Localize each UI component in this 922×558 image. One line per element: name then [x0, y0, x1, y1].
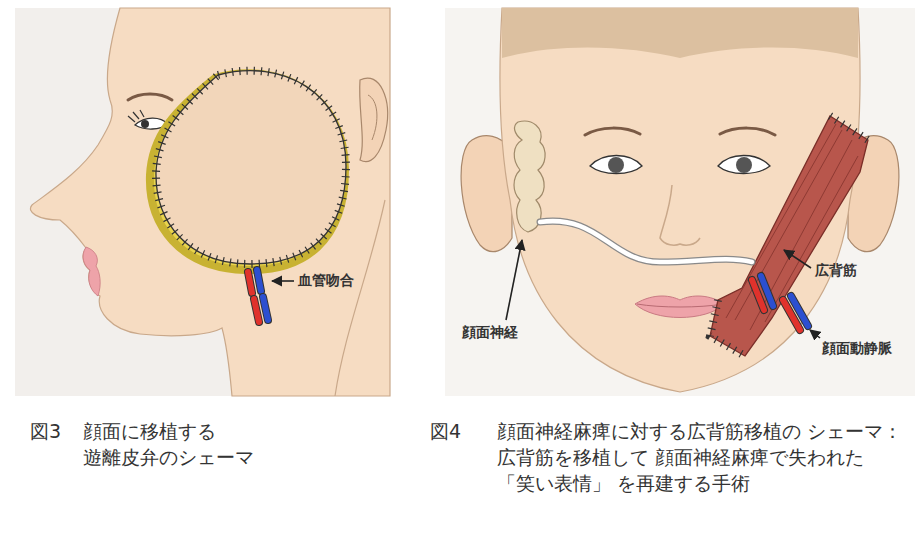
part-label: 顔面神経 [462, 324, 518, 342]
eye [590, 156, 642, 174]
vein-outline [257, 270, 261, 291]
part-label: 血管吻合 [298, 272, 354, 290]
nerve-graft-outline [540, 221, 752, 262]
figure-caption: 顔面神経麻痺に対する広背筋移植の シェーマ：広背筋を移植して 顔面神経麻痺で失わ… [497, 418, 907, 496]
leader-arrow [810, 330, 820, 338]
ear [360, 78, 388, 162]
leader-arrow [272, 280, 294, 282]
neck-line [335, 200, 385, 396]
part-label: 広背筋 [815, 262, 857, 280]
vein [257, 270, 261, 291]
artery-outline [254, 299, 259, 322]
eyebrow [128, 94, 172, 100]
vein-outline [263, 297, 268, 320]
eye [718, 156, 770, 174]
part-label: 顔面動静脈 [822, 340, 892, 358]
vein-outline [761, 276, 773, 306]
iris [608, 157, 624, 173]
figure-caption: 顔面に移植する 遊離皮弁のシェーマ [83, 418, 313, 470]
free-flap [156, 71, 346, 264]
sutures [710, 116, 868, 356]
figure-number: 図4 [430, 418, 490, 444]
latissimus-muscle [710, 116, 868, 356]
eyebrows [585, 128, 775, 135]
lip-line [637, 304, 723, 307]
iris [736, 157, 752, 173]
nerve-graft [540, 221, 752, 262]
pupil [141, 120, 149, 128]
ear-detail [368, 95, 377, 140]
artery [248, 272, 252, 293]
leader-arrow [784, 250, 811, 268]
artery [254, 299, 259, 322]
face-profile [30, 8, 390, 396]
panel-background [15, 8, 390, 396]
facial-nerve [514, 121, 545, 232]
vein [263, 297, 268, 320]
muscle-fibers [726, 124, 858, 330]
facial-vein [791, 296, 808, 326]
figure-number: 図3 [30, 418, 78, 444]
sutures [156, 71, 346, 264]
panel-background [445, 8, 915, 396]
nose [660, 185, 700, 245]
lips [83, 247, 100, 296]
hair [502, 8, 858, 58]
vein-outline [791, 296, 808, 326]
artery-outline [248, 272, 252, 293]
leader-arrow [506, 240, 522, 320]
vein [761, 276, 773, 306]
eyelashes [128, 110, 144, 122]
